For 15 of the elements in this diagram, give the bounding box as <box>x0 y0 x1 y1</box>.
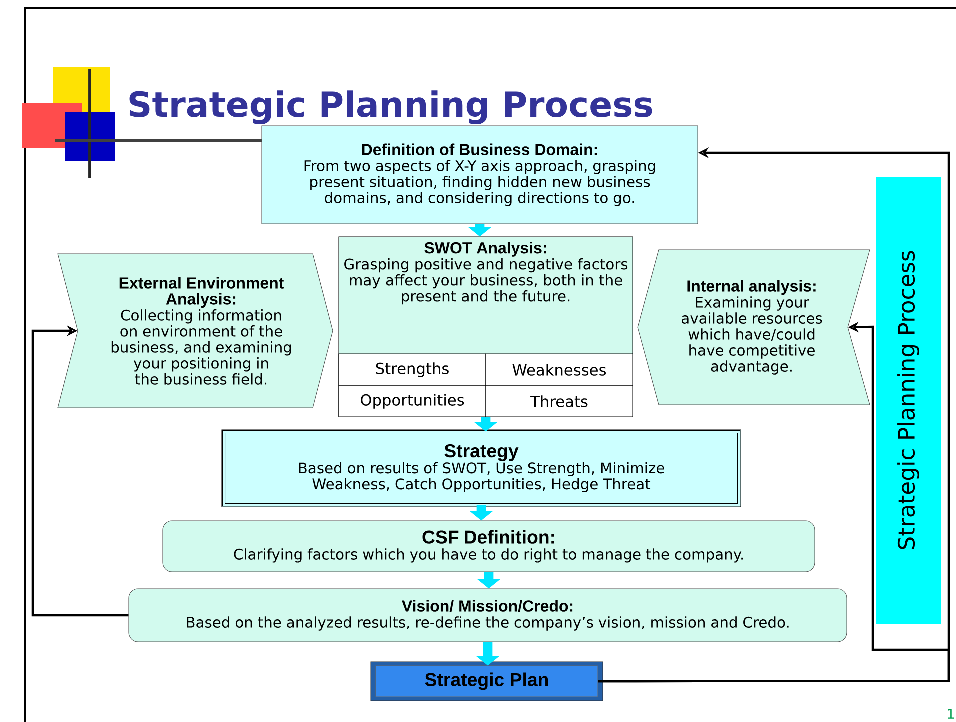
strategy-box: Strategy Based on results of SWOT, Use Strength, Minimize Weakness, Catch Opportunities, Hedge Threat <box>222 430 742 508</box>
title: Strategic Planning Process <box>130 90 652 124</box>
process-box: Vision/ Mission/Credo: Based on the analyzed results, re-define the company’s vision, mission and Credo. <box>128 588 848 642</box>
table-cell: Opportunities <box>338 386 486 418</box>
plan-box: Strategic Plan <box>370 662 604 702</box>
vertical-band: Strategic Planning Process <box>876 177 941 624</box>
connector-arrow <box>32 326 129 617</box>
chevron-box: Internal analysis: Examining your available resources which have/could have competitive advantage. <box>638 250 870 406</box>
chevron-box: External Environment Analysis: Collecting information on environment of the business, and examining your positioning in the business field. <box>58 254 334 408</box>
process-box: CSF Definition: Clarifying factors which you have to do right to manage the company. <box>162 520 816 572</box>
table-cell: Threats <box>486 386 634 418</box>
process-box: Definition of Business Domain: From two aspects of X-Y axis approach, grasping present situation, finding hidden new business domains, and considering directions to go. <box>262 126 698 224</box>
page-number: 1 <box>948 709 954 719</box>
table-cell: Weaknesses <box>486 354 634 386</box>
table-cell: Strengths <box>338 354 486 386</box>
